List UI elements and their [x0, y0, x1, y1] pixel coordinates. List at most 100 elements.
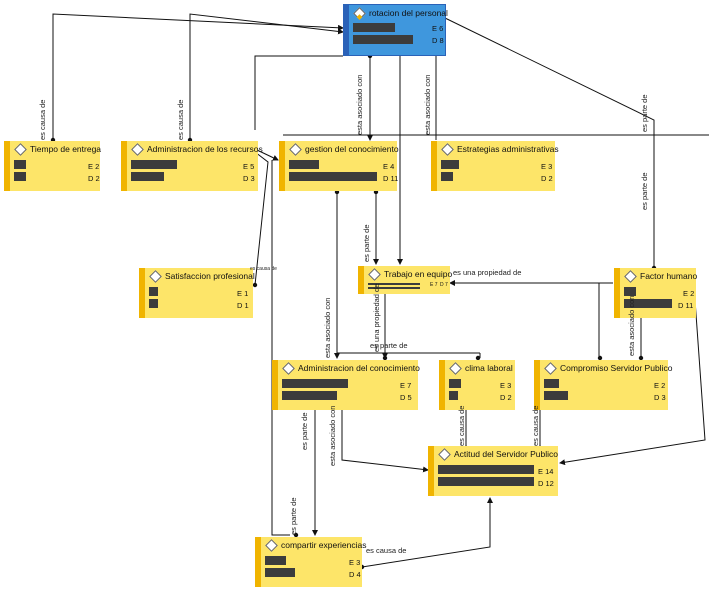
metric-e: E 14 — [538, 467, 554, 476]
bar-d — [265, 568, 295, 577]
node-title: Actitud del Servidor Publico — [454, 449, 558, 459]
diamond-icon — [265, 538, 278, 552]
bar-d — [438, 477, 534, 486]
node-title: clima laboral — [465, 363, 513, 373]
label-asociado-gest: esta asociado con — [323, 297, 332, 358]
label-propiedad: es una propiedad de — [453, 268, 522, 277]
node-title: compartir experiencias — [281, 540, 367, 550]
metric-d: D 12 — [538, 479, 554, 488]
diamond-icon — [624, 269, 637, 283]
bar-e — [265, 556, 286, 565]
metric-d: D 7 — [440, 282, 448, 288]
bar-e — [544, 379, 559, 388]
node-title: Administracion del conocimiento — [298, 363, 420, 373]
label-parte-trabajo: es parte de — [362, 224, 371, 262]
bar-d — [368, 287, 420, 289]
node-tiempo[interactable]: Tiempo de entrega E 2 D 2 — [4, 141, 102, 191]
node-satisfaccion[interactable]: Satisfaccion profesional E 1 D 1 — [139, 268, 255, 318]
metric-d: D 11 — [678, 301, 694, 310]
bar-d — [14, 172, 26, 181]
label-causa-clima: es causa de — [457, 405, 466, 446]
metric-e: E 3 — [349, 558, 361, 567]
node-rotacion[interactable]: rotacion del personal E 6 D 8 — [343, 4, 448, 56]
bar-e — [14, 160, 26, 169]
bar-d — [449, 391, 458, 400]
metric-d: D 4 — [349, 570, 361, 579]
bar-e — [624, 287, 636, 296]
metric-d: D 8 — [432, 36, 444, 45]
node-compartir[interactable]: compartir experiencias E 3 D 4 — [255, 537, 367, 587]
metric-d: D 2 — [500, 393, 512, 402]
metric-d: D 3 — [654, 393, 666, 402]
bar-d — [441, 172, 453, 181]
label-satisf: es causa de — [250, 266, 277, 272]
bar-d — [282, 391, 337, 400]
metric-e: E 7 — [430, 282, 438, 288]
diamond-icon — [289, 142, 302, 156]
label-asociado-factor: esta asociado con — [627, 295, 636, 356]
bar-e — [449, 379, 461, 388]
label-causa-admin: es causa de — [176, 99, 185, 140]
metric-e: E 6 — [432, 24, 444, 33]
node-title: Trabajo en equipo — [384, 269, 453, 279]
bar-e — [353, 23, 395, 32]
label-asociado-rot2: esta asociado con — [423, 74, 432, 135]
diamond-icon — [441, 142, 454, 156]
node-title: Estrategias administrativas — [457, 144, 559, 154]
label-asociado-actitud: esta asociado con — [328, 405, 337, 466]
metric-e: E 2 — [683, 289, 695, 298]
bar-e — [368, 283, 420, 285]
metric-d: D 1 — [237, 301, 249, 310]
bar-e — [282, 379, 348, 388]
node-admin-recursos[interactable]: Administracion de los recursos E 5 D 3 — [121, 141, 263, 191]
bar-e — [149, 287, 158, 296]
node-title: Factor humano — [640, 271, 698, 281]
metric-e: E 2 — [88, 162, 100, 171]
node-title: Tiempo de entrega — [30, 144, 102, 154]
bar-e — [441, 160, 459, 169]
metric-d: D 3 — [243, 174, 255, 183]
node-gestion[interactable]: gestion del conocimiento E 4 D 11 — [279, 141, 399, 191]
bar-e — [289, 160, 319, 169]
diamond-icon — [14, 142, 27, 156]
diamond-icon — [149, 269, 162, 283]
metric-d: D 2 — [541, 174, 553, 183]
metric-e: E 1 — [237, 289, 249, 298]
node-clima[interactable]: clima laboral E 3 D 2 — [439, 360, 515, 410]
metric-e: E 2 — [654, 381, 666, 390]
metric-d: D 5 — [400, 393, 412, 402]
node-title: Administracion de los recursos — [147, 144, 263, 154]
metric-e: E 4 — [383, 162, 395, 171]
metric-e: E 7 — [400, 381, 412, 390]
metric-d: D 2 — [88, 174, 100, 183]
label-parte-compartir2: es parte de — [289, 497, 298, 535]
node-compromiso[interactable]: Compromiso Servidor Publico E 2 D 3 — [534, 360, 672, 410]
metric-e: E 3 — [541, 162, 553, 171]
node-title: Compromiso Servidor Publico — [560, 363, 673, 373]
diamond-icon — [544, 361, 557, 375]
diamond-icon — [438, 447, 451, 461]
node-title: gestion del conocimiento — [305, 144, 399, 154]
diamond-icon — [449, 361, 462, 375]
label-parte-admin: es parte de — [370, 341, 408, 350]
node-actitud[interactable]: Actitud del Servidor Publico E 14 D 12 — [428, 446, 558, 496]
node-factor[interactable]: Factor humano E 2 D 11 — [614, 268, 698, 318]
label-parte-factor1: es parte de — [640, 94, 649, 132]
bar-e — [131, 160, 177, 169]
bar-d — [131, 172, 164, 181]
bar-e — [438, 465, 534, 474]
metric-e: E 3 — [500, 381, 512, 390]
diamond-icon — [131, 142, 144, 156]
diamond-icon — [368, 267, 381, 281]
bar-d — [149, 299, 158, 308]
bar-d — [353, 35, 413, 44]
node-title: rotacion del personal — [369, 8, 448, 18]
bar-d — [289, 172, 377, 181]
label-causa-compromiso: es causa de — [531, 405, 540, 446]
metric-e: E 5 — [243, 162, 255, 171]
node-estrategias[interactable]: Estrategias administrativas E 3 D 2 — [431, 141, 559, 191]
label-parte-factor2: es parte de — [640, 172, 649, 210]
node-admin-conocimiento[interactable]: Administracion del conocimiento E 7 D 5 — [272, 360, 420, 410]
metric-d: D 11 — [383, 174, 399, 183]
node-trabajo[interactable]: Trabajo en equipo E 7 D 7 — [358, 266, 453, 294]
